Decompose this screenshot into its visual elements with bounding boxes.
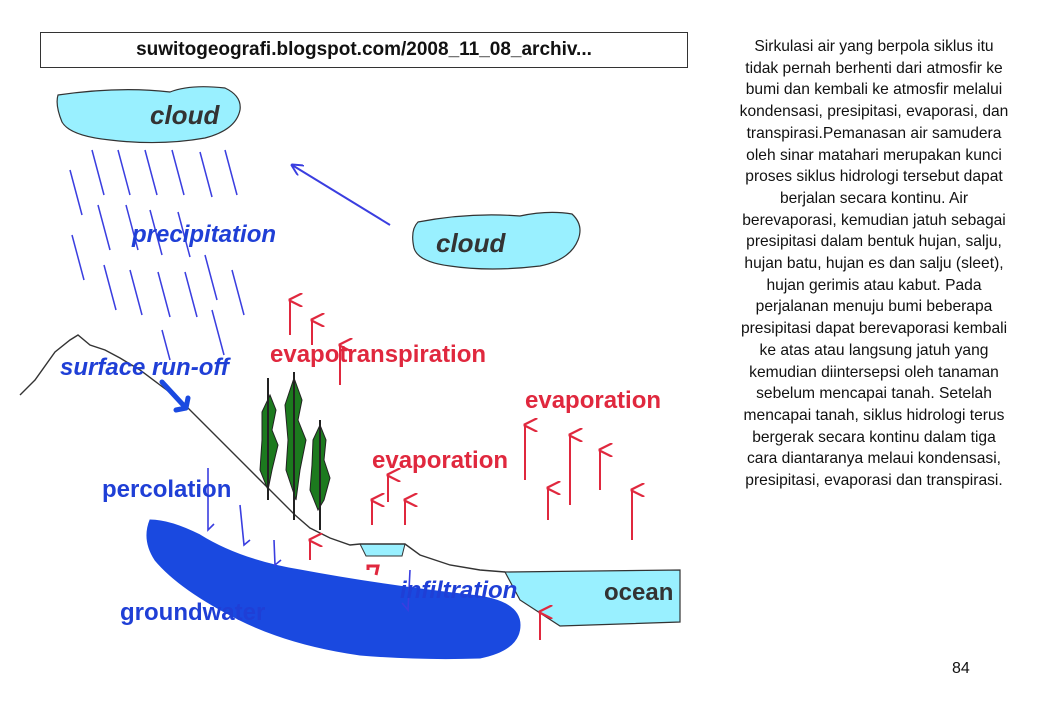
source-url-text: suwitogeografi.blogspot.com/2008_11_08_a… (136, 39, 592, 60)
evapotranspiration-label: evapotranspiration (270, 341, 486, 368)
ocean-label: ocean (604, 579, 673, 606)
lake-shape (359, 543, 406, 557)
page-number: 84 (952, 660, 970, 677)
evaporation-arrows (290, 300, 632, 640)
condensation-arrow (292, 165, 391, 226)
source-url-box: suwitogeografi.blogspot.com/2008_11_08_a… (40, 32, 688, 68)
surface-runoff-label: surface run-off (60, 354, 231, 381)
infiltration-label: infiltration (400, 577, 517, 604)
cloud-right-shape (412, 211, 581, 270)
groundwater-label: groundwater (120, 599, 265, 626)
precipitation-label: precipitation (131, 221, 276, 248)
cloud-right-label: cloud (436, 228, 506, 258)
percolation-arrows (207, 468, 411, 613)
trees (259, 372, 331, 530)
runoff-arrow (159, 379, 191, 413)
cloud-left-shape (56, 86, 241, 144)
evaporation-land-label: evaporation (372, 447, 508, 474)
cloud-left-label: cloud (150, 100, 220, 130)
water-cycle-diagram: cloud cloud precipitation evapotranspira… (19, 86, 681, 660)
evaporation-sea-label: evaporation (525, 387, 661, 414)
land-outline (19, 334, 506, 573)
groundwater-shape (146, 519, 521, 660)
percolation-label: percolation (102, 476, 231, 503)
water-cycle-description: Sirkulasi air yang berpola siklus itu ti… (739, 38, 1009, 490)
rain-lines (69, 149, 245, 361)
